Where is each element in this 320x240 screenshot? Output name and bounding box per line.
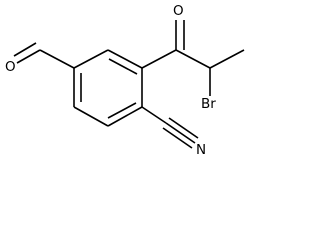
ring-double-bond-inner <box>108 58 138 75</box>
nitrile-triple-bond <box>162 127 193 149</box>
nitrile-triple-bond <box>168 117 199 139</box>
nitrile-group: N <box>141 106 206 158</box>
benzene-ring <box>73 49 143 127</box>
methyl-bond <box>209 49 245 69</box>
ketone-group: O <box>141 3 185 69</box>
ring-bond <box>107 49 143 69</box>
aldehyde-double-bond <box>13 42 37 57</box>
ring-double-bond-inner <box>107 102 137 119</box>
bromine-label: Br <box>201 96 216 112</box>
ring-bond <box>73 106 109 127</box>
bromopropyl-chain: Br <box>175 49 245 112</box>
alpha-carbon-bond <box>175 49 211 69</box>
aldehyde-carbon-bond <box>39 49 75 69</box>
ring-bond <box>73 49 109 69</box>
aldehyde-double-bond <box>16 49 41 64</box>
ketone-oxygen-label: O <box>173 3 184 19</box>
nitrile-triple-bond <box>165 122 196 144</box>
ketone-carbon-bond <box>141 49 177 69</box>
nitrile-carbon-bond <box>141 106 167 124</box>
nitrogen-label: N <box>196 142 206 158</box>
ring-bond <box>107 106 143 127</box>
aldehyde-group: O <box>5 42 75 75</box>
molecule-structure: O O Br N <box>5 3 245 158</box>
aldehyde-oxygen-label: O <box>5 59 16 75</box>
